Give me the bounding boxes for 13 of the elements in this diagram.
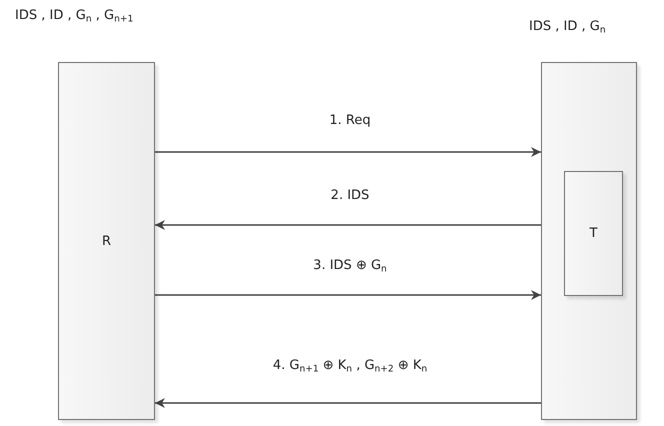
process-box xyxy=(58,62,155,420)
process-box xyxy=(564,171,623,296)
edge-label: 4. G$_{n+1}$ ⊕ K$_{n}$ , G$_{n+2}$ ⊕ K$_{n}$ xyxy=(270,358,430,373)
arrow xyxy=(155,398,541,408)
node-label: T xyxy=(590,226,598,241)
edge-label: 3. IDS ⊕ G$_{n}$ xyxy=(311,258,389,273)
node-heading: IDS , ID , G$_{n}$ , G$_{n+1}$ xyxy=(15,8,134,23)
arrow xyxy=(155,290,541,300)
arrow xyxy=(155,220,541,230)
node-heading: IDS , ID , G$_{n}$ xyxy=(529,19,606,34)
arrow xyxy=(155,147,541,157)
empty-box xyxy=(541,62,637,420)
node-label: R xyxy=(102,234,112,248)
